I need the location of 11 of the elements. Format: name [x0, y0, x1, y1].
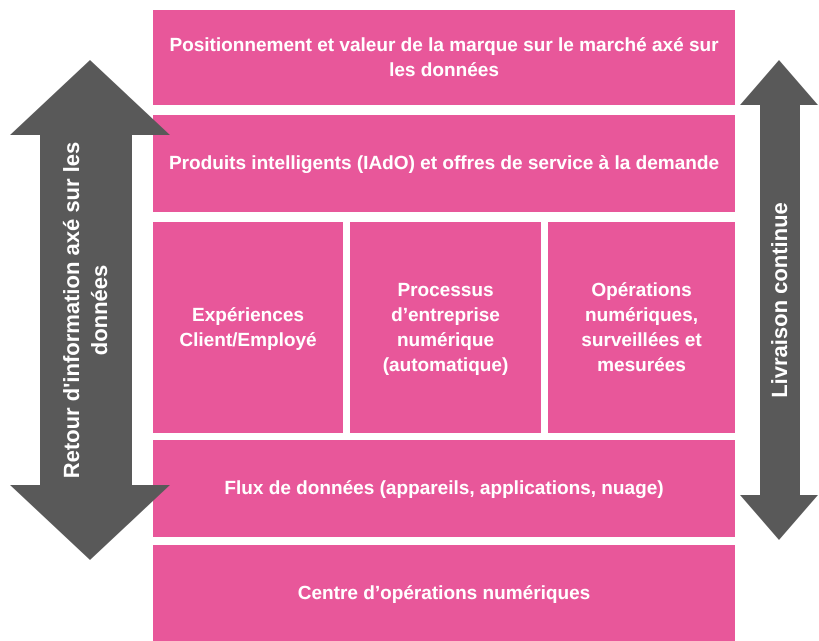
- layer-box: Positionnement et valeur de la marque sur le marché axé sur les données: [153, 10, 735, 105]
- double-arrow: [740, 60, 818, 540]
- layer-box: Flux de données (appareils, applications, nuage): [153, 440, 735, 537]
- layer-box: Opérations numériques, surveillées et mesurées: [548, 222, 735, 433]
- double-arrow: [10, 60, 170, 560]
- layer-box: Centre d’opérations numériques: [153, 545, 735, 641]
- layer-box: Processus d’entreprise numérique (automatique): [350, 222, 541, 433]
- layer-box: Produits intelligents (IAdO) et offres de service à la demande: [153, 115, 735, 212]
- layer-box: Expériences Client/Employé: [153, 222, 343, 433]
- arrow-label: Retour d'information axé sur les données: [58, 140, 113, 480]
- arrow-label: Livraison continue: [766, 201, 793, 400]
